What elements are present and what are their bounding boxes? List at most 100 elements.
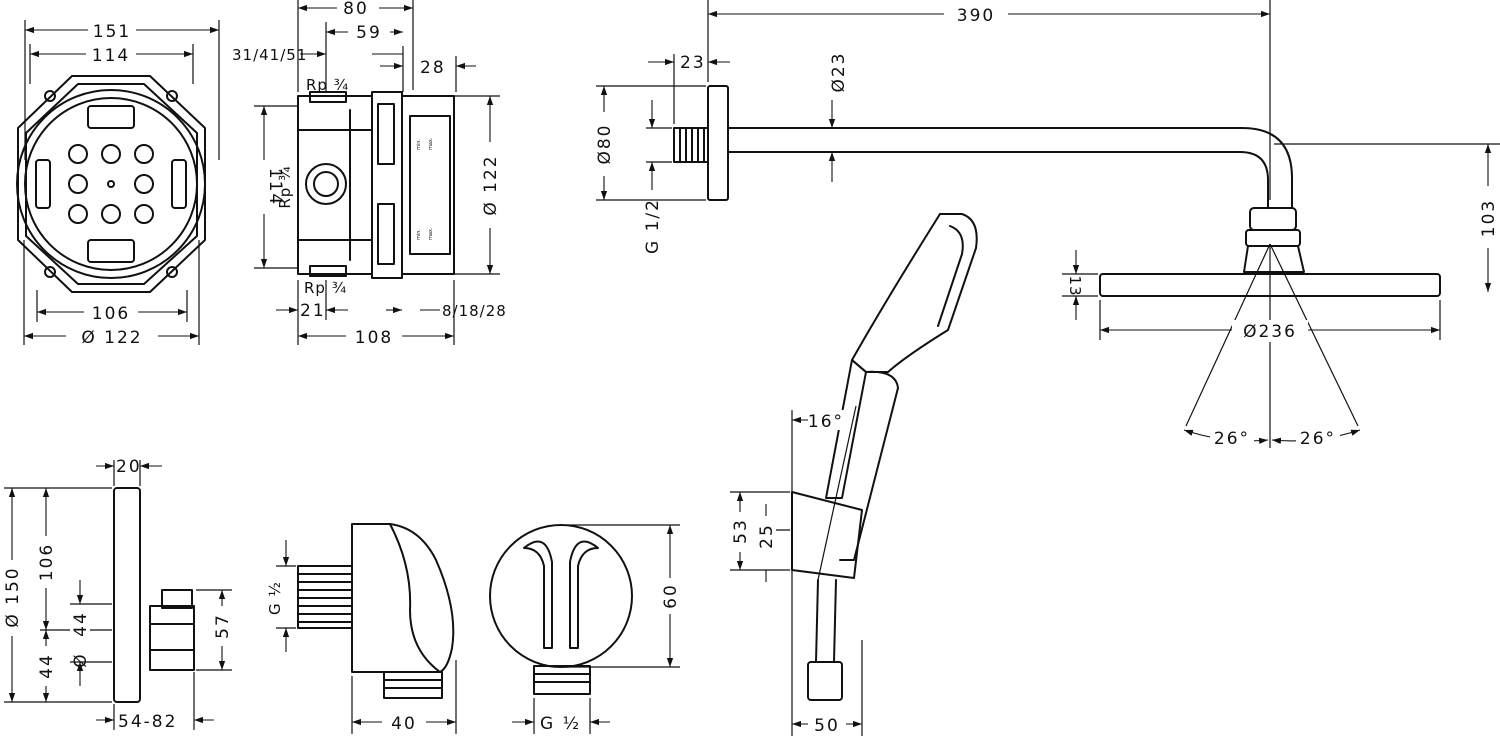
dim-hand-shower-angle-16: 16° [808, 412, 844, 432]
dim-21: 21 [300, 301, 326, 321]
dim-rosette-diameter-80: Ø80 [595, 123, 615, 164]
dim-plate-54-82: 54-82 [118, 712, 177, 732]
label-outlet-thread-g12: G ½ [266, 581, 284, 615]
hand-shower-handle-back [839, 370, 899, 561]
box-bottom-slot [87, 239, 135, 263]
label-rp-middle: Rp ¾ [276, 165, 294, 208]
arm-wall-rosette [707, 85, 729, 201]
dim-width-151: 151 [93, 22, 131, 42]
arm-nut [1245, 229, 1301, 247]
dim-plate-diameter-150: Ø 150 [3, 566, 23, 627]
label-outlet-front-thread: G ½ [540, 714, 581, 734]
dim-diameter-122: Ø 122 [81, 328, 142, 348]
dim-arm-drop-103: 103 [1479, 199, 1499, 237]
outlet-front-leaf-left [523, 540, 553, 649]
overhead-shower-view: 13 Ø236 26° 26° [1062, 243, 1441, 449]
outlet-front-leaf-right [569, 540, 599, 649]
dim-cartridge-57: 57 [213, 613, 233, 639]
dim-depth-108: 108 [355, 328, 393, 348]
dim-arm-diameter-23: Ø23 [829, 51, 849, 92]
label-rp-bottom: Rp ¾ [304, 279, 347, 297]
arm-pipe-top [727, 127, 1293, 209]
box-screw [166, 90, 178, 102]
box-side-panel [409, 115, 451, 255]
box-left-slot [35, 159, 51, 209]
label-max-bottom: max. [428, 227, 434, 240]
dim-plate-diameter-symbol: Ø [71, 652, 91, 667]
box-side-flange [371, 91, 403, 279]
box-center-point [107, 180, 115, 188]
box-screw [44, 90, 56, 102]
dim-outlet-depth-40: 40 [391, 714, 417, 734]
box-side-clip [377, 203, 395, 265]
box-hole [68, 144, 88, 164]
box-hole [101, 144, 121, 164]
box-side-body [297, 95, 373, 275]
dim-plate-106: 106 [37, 543, 57, 581]
box-side-port [305, 163, 347, 205]
dim-depth-28: 28 [420, 58, 446, 78]
box-top-slot [87, 105, 135, 129]
label-max-top: max. [428, 137, 434, 150]
box-ring-inner [24, 97, 198, 271]
mixer-box-front-view: 151 114 106 Ø 122 [16, 20, 220, 348]
dim-depth-31-41-51: 31/41/51 [232, 46, 307, 64]
box-side-cover [401, 95, 455, 275]
dim-arm-23: 23 [680, 53, 706, 73]
box-hole [101, 204, 121, 224]
dim-holder-25: 25 [757, 523, 777, 549]
hand-shower-handle [825, 359, 867, 499]
dim-plate-44-lower: 44 [37, 653, 57, 679]
hose-connector [807, 661, 843, 701]
box-hole [134, 174, 154, 194]
dim-holder-width-50: 50 [814, 716, 840, 736]
dim-head-diameter-236: Ø236 [1243, 322, 1297, 342]
mixer-box-side-view: min. max. min. max. [232, 0, 507, 348]
dim-holder-53: 53 [731, 518, 751, 544]
box-hole [68, 174, 88, 194]
thermostat-plate-view: 20 Ø 150 106 44 44 Ø 57 54-82 [2, 457, 233, 732]
outlet-front-thread [533, 665, 591, 695]
box-side-inlet-top [309, 91, 347, 103]
arm-connector [1243, 245, 1305, 273]
dim-width-106: 106 [92, 304, 130, 324]
dim-height-114: 114 [265, 168, 285, 206]
hand-shower-view: 16° 53 25 50 [730, 213, 978, 736]
hand-shower-head [851, 213, 978, 373]
dim-width-114: 114 [92, 46, 130, 66]
dim-plate-44-upper: 44 [71, 611, 91, 637]
dim-depth-59: 59 [356, 23, 382, 43]
box-side-inlet-bottom [309, 265, 347, 277]
dim-spray-angle-right-26: 26° [1300, 429, 1336, 449]
box-hole [68, 204, 88, 224]
trim-plate [113, 487, 141, 703]
trim-knob-top [161, 589, 193, 609]
outlet-front-rosette [489, 524, 633, 668]
outlet-hose-thread [383, 671, 443, 699]
dim-head-height-13: 13 [1066, 275, 1084, 296]
dim-diameter-122-side: Ø 122 [481, 154, 501, 215]
hand-shower-face [937, 225, 964, 327]
outlet-body [351, 523, 455, 673]
hand-shower-holder [791, 491, 863, 579]
dim-8-18-28: 8/18/28 [442, 302, 507, 320]
box-hole [134, 204, 154, 224]
arm-ball-joint [1249, 207, 1297, 231]
dim-arm-length-390: 390 [957, 6, 995, 26]
dim-plate-depth-20: 20 [116, 457, 142, 477]
box-side-clip [377, 103, 395, 165]
box-right-slot [171, 159, 187, 209]
label-arm-thread-g12: G 1/2 [643, 198, 663, 254]
trim-cartridge [149, 605, 195, 671]
box-hole [134, 144, 154, 164]
shower-arm-view: 390 23 Ø23 Ø80 G 1/2 103 [594, 0, 1500, 292]
box-ring-outer [16, 89, 206, 279]
box-screw [44, 266, 56, 278]
label-rp-top: Rp ¾ [306, 76, 349, 94]
wall-outlet-side-view: G ½ 40 [266, 523, 457, 734]
box-side-port-inner [313, 171, 339, 197]
dim-depth-80: 80 [343, 0, 369, 19]
box-octagon-outer [17, 75, 206, 293]
wall-outlet-front-view: 60 G ½ [489, 524, 681, 734]
